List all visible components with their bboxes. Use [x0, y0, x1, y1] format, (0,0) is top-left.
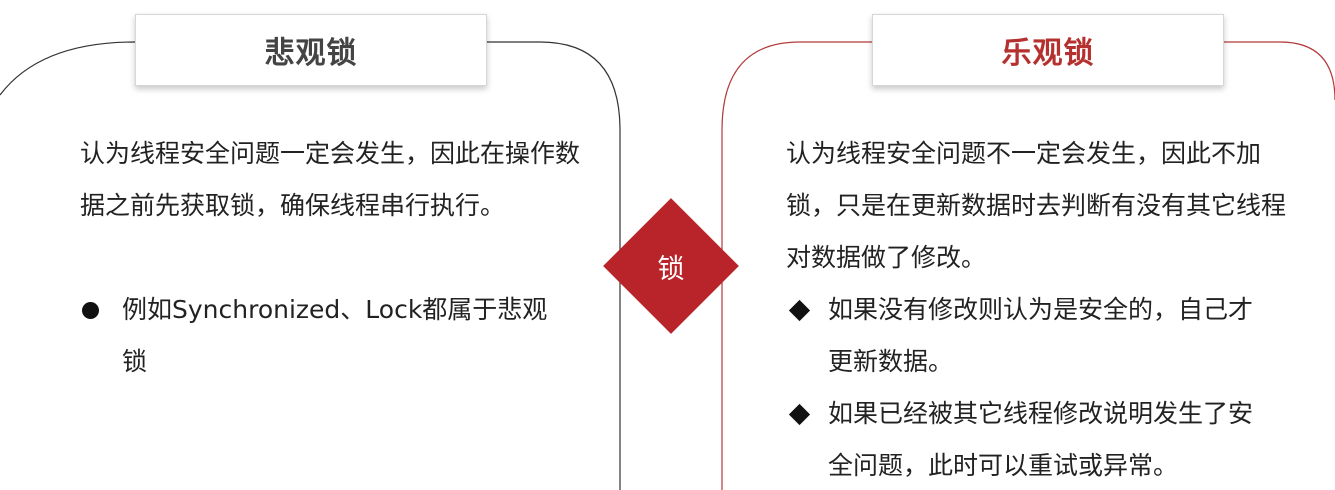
optimistic-lock-description: 认为线程安全问题不一定会发生，因此不加锁，只是在更新数据时去判断有没有其它线程对… — [786, 139, 1287, 272]
bullet-text: 如果没有修改则认为是安全的，自己才更新数据。 — [828, 295, 1254, 376]
pessimistic-lock-description: 认为线程安全问题一定会发生，因此在操作数据之前先获取锁，确保线程串行执行。 — [80, 139, 581, 220]
bullet-dot-icon — [80, 284, 122, 336]
bullet-text: 例如Synchronized、Lock都属于悲观锁 — [122, 295, 548, 376]
lock-badge-label: 锁 — [657, 253, 685, 285]
right-card-border — [721, 41, 1335, 490]
optimistic-lock-title: 乐观锁 — [872, 14, 1224, 86]
pessimistic-lock-title: 悲观锁 — [135, 14, 487, 86]
pessimistic-lock-bullet: 例如Synchronized、Lock都属于悲观锁 — [80, 284, 550, 388]
left-card-border — [0, 41, 621, 490]
bullet-diamond-icon — [786, 388, 828, 440]
optimistic-lock-bullet: 如果已经被其它线程修改说明发生了安全问题，此时可以重试或异常。 — [786, 388, 1266, 490]
bullet-diamond-icon — [786, 284, 828, 336]
bullet-text: 如果已经被其它线程修改说明发生了安全问题，此时可以重试或异常。 — [828, 399, 1254, 480]
optimistic-lock-bullet: 如果没有修改则认为是安全的，自己才更新数据。 — [786, 284, 1266, 388]
